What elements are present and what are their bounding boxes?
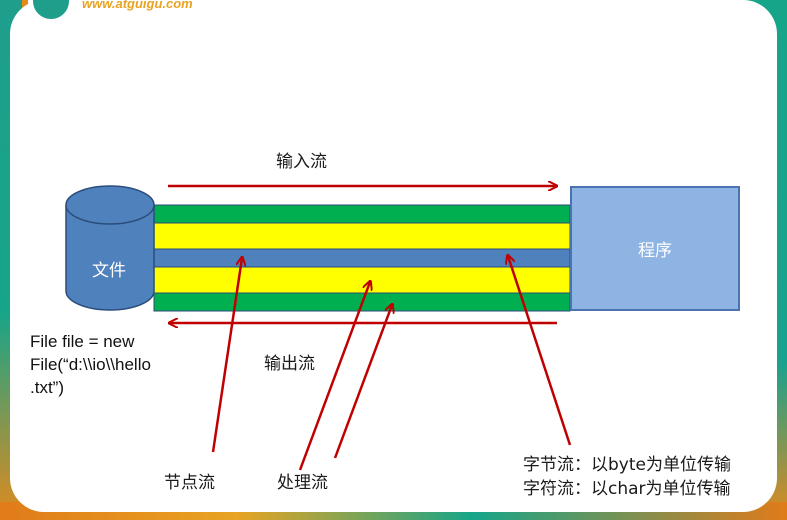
char-stream-note: 字符流：以char为单位传输 [523, 479, 731, 499]
pipe-stripe-yellow-top [153, 222, 571, 250]
pipe-stripe-green-top [153, 204, 571, 224]
node-stream-label: 节点流 [164, 473, 215, 493]
output-stream-label: 输出流 [264, 354, 315, 374]
byte-stream-note: 字节流：以byte为单位传输 [523, 455, 731, 475]
processing-stream-pointer-1 [298, 282, 370, 471]
program-label: 程序 [638, 241, 672, 261]
processing-stream-pointer-2 [333, 305, 392, 459]
code-line-2: File(“d:\\io\\hello [30, 355, 151, 374]
input-stream-label: 输入流 [276, 152, 327, 172]
code-line-1: File file = new [30, 332, 135, 351]
node-stream-pointer [211, 258, 242, 453]
pipe-stripe-yellow-bottom [153, 266, 571, 294]
byte-char-stream-pointer [508, 256, 572, 446]
processing-stream-label: 处理流 [277, 473, 328, 493]
code-line-3: .txt”) [30, 378, 64, 397]
logo-text: www.atguigu.com [82, 0, 193, 11]
program-box: 程序 [570, 186, 740, 311]
file-cylinder-icon [65, 185, 155, 311]
file-label: 文件 [92, 261, 126, 281]
